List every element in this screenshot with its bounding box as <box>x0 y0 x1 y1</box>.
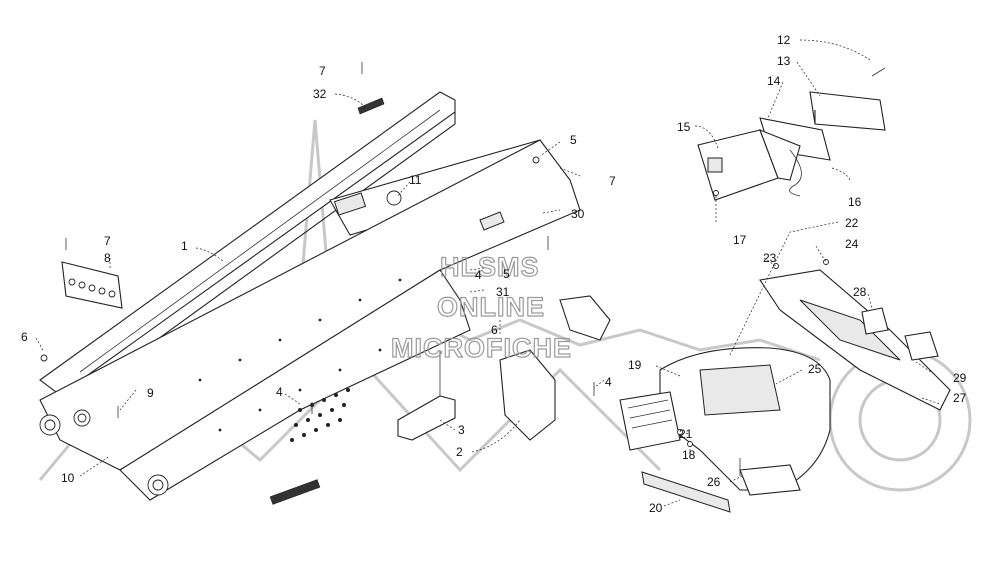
callout-4c: 4 <box>605 375 612 389</box>
callout-30: 30 <box>571 207 585 221</box>
callout-32: 32 <box>313 87 327 101</box>
callout-5b: 5 <box>503 267 510 281</box>
callout-31: 31 <box>496 285 510 299</box>
rear-bumper <box>619 347 831 496</box>
callout-18: 18 <box>682 448 696 462</box>
callout-8: 8 <box>104 251 111 265</box>
callout-29: 29 <box>953 371 967 385</box>
callout-6a: 6 <box>21 330 28 344</box>
callout-23: 23 <box>763 251 777 265</box>
callout-4a: 4 <box>276 385 283 399</box>
leader-lines <box>35 39 941 507</box>
callout-28: 28 <box>853 285 867 299</box>
callout-26: 26 <box>707 475 721 489</box>
callout-21: 21 <box>679 427 693 441</box>
callout-3: 3 <box>458 423 465 437</box>
callout-1: 1 <box>181 239 188 253</box>
callout-24: 24 <box>845 237 859 251</box>
callout-4b: 4 <box>475 268 482 282</box>
callout-11: 11 <box>409 173 422 187</box>
callout-labels: 1 2 3 4 4 4 5 5 6 6 7 7 7 8 9 10 11 12 1… <box>21 33 967 515</box>
bumper-strip <box>641 471 731 513</box>
callout-7b: 7 <box>104 234 111 248</box>
watermark: HLSMS ONLINE MICROFICHE <box>390 251 572 363</box>
callout-13: 13 <box>777 54 791 68</box>
callout-7a: 7 <box>319 64 326 78</box>
callout-20: 20 <box>649 501 663 515</box>
callout-6b: 6 <box>491 323 498 337</box>
brake-light-assembly <box>697 67 886 201</box>
side-bracket <box>397 350 456 441</box>
watermark-line-1: HLSMS <box>440 252 540 282</box>
callout-22: 22 <box>845 216 859 230</box>
callout-16: 16 <box>848 195 862 209</box>
watermark-line-2: ONLINE <box>437 292 545 322</box>
callout-25: 25 <box>808 362 822 376</box>
callout-27: 27 <box>953 391 967 405</box>
callout-10: 10 <box>61 471 75 485</box>
callout-5a: 5 <box>570 133 577 147</box>
callout-2: 2 <box>456 445 463 459</box>
callout-19: 19 <box>628 358 642 372</box>
callout-9: 9 <box>147 386 154 400</box>
callout-14: 14 <box>767 74 781 88</box>
callout-17: 17 <box>733 233 747 247</box>
watermark-line-3: MICROFICHE <box>391 333 572 363</box>
hatched-plate <box>61 261 123 309</box>
snow-flap <box>759 269 951 411</box>
tunnel-side-panel <box>39 139 581 501</box>
callout-7c: 7 <box>609 174 616 188</box>
callout-15: 15 <box>677 120 691 134</box>
rear-bracket <box>499 295 611 441</box>
callout-12: 12 <box>777 33 791 47</box>
